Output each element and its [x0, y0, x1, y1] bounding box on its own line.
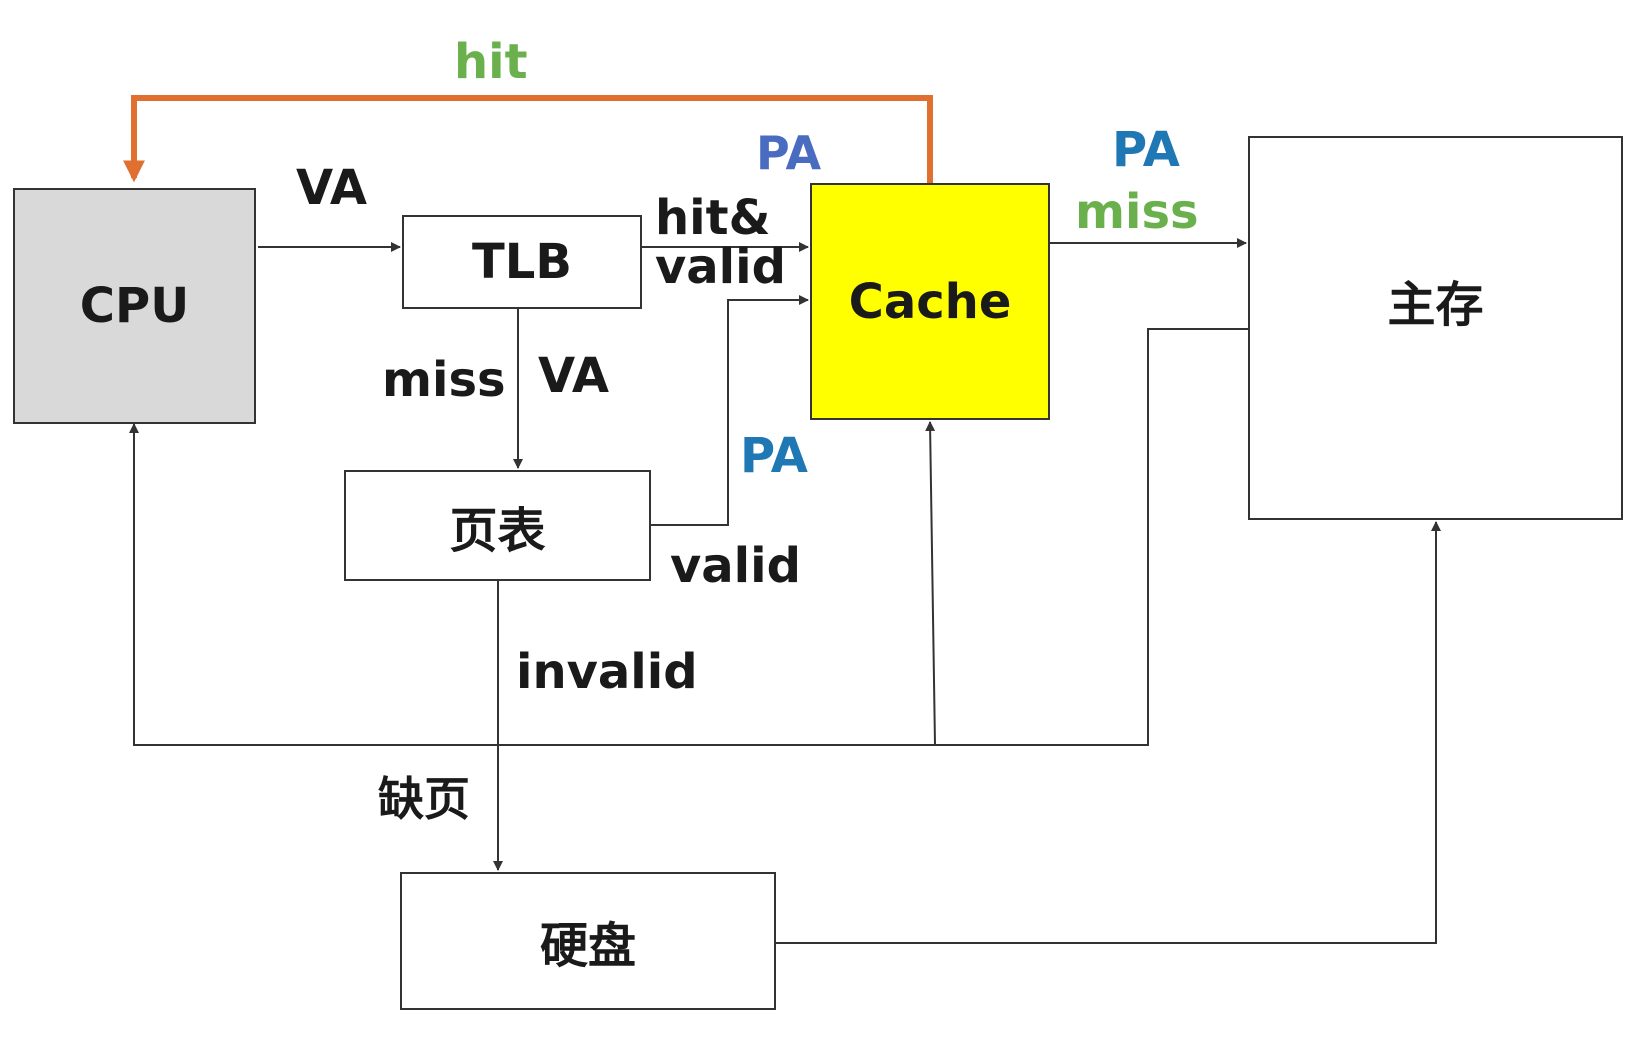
- disk-to-memory-arrow: [776, 521, 1441, 944]
- valid-pagetable-label: valid: [670, 538, 801, 594]
- va-cpu-tlb-label: VA: [296, 160, 368, 216]
- disk-label: 硬盘: [539, 918, 636, 974]
- cpu-label: CPU: [79, 278, 190, 334]
- hit-valid-label-line2: valid: [655, 239, 786, 295]
- main-memory-label: 主存: [1387, 277, 1484, 333]
- invalid-label: invalid: [516, 644, 698, 700]
- miss-cache-mem-label: miss: [1075, 184, 1199, 240]
- cache-box: Cache: [810, 183, 1050, 420]
- cpu-box: CPU: [13, 188, 256, 424]
- pagetable-to-cache-arrow: [651, 295, 809, 526]
- cache-label: Cache: [848, 273, 1012, 330]
- hit-label: hit: [454, 34, 528, 90]
- tlb-label: TLB: [472, 234, 572, 290]
- pa-pagetable-cache-label: PA: [740, 428, 808, 484]
- hit-path-arrow: [123, 95, 933, 183]
- page-table-box: 页表: [344, 470, 651, 581]
- va-tlb-pagetable-label: VA: [538, 348, 610, 404]
- hit-valid-label-line1: hit&: [655, 190, 771, 246]
- pa-cache-mem-label: PA: [1112, 122, 1180, 178]
- main-memory-box: 主存: [1248, 136, 1623, 520]
- disk-box: 硬盘: [400, 872, 776, 1010]
- page-table-label: 页表: [449, 502, 546, 559]
- pa-cache-top-label: PA: [756, 126, 822, 180]
- page-fault-label: 缺页: [378, 772, 470, 826]
- bus-to-cache-arrow: [925, 421, 936, 746]
- tlb-box: TLB: [402, 215, 642, 309]
- memory-return-bus: [129, 328, 1248, 746]
- miss-tlb-label: miss: [382, 352, 506, 408]
